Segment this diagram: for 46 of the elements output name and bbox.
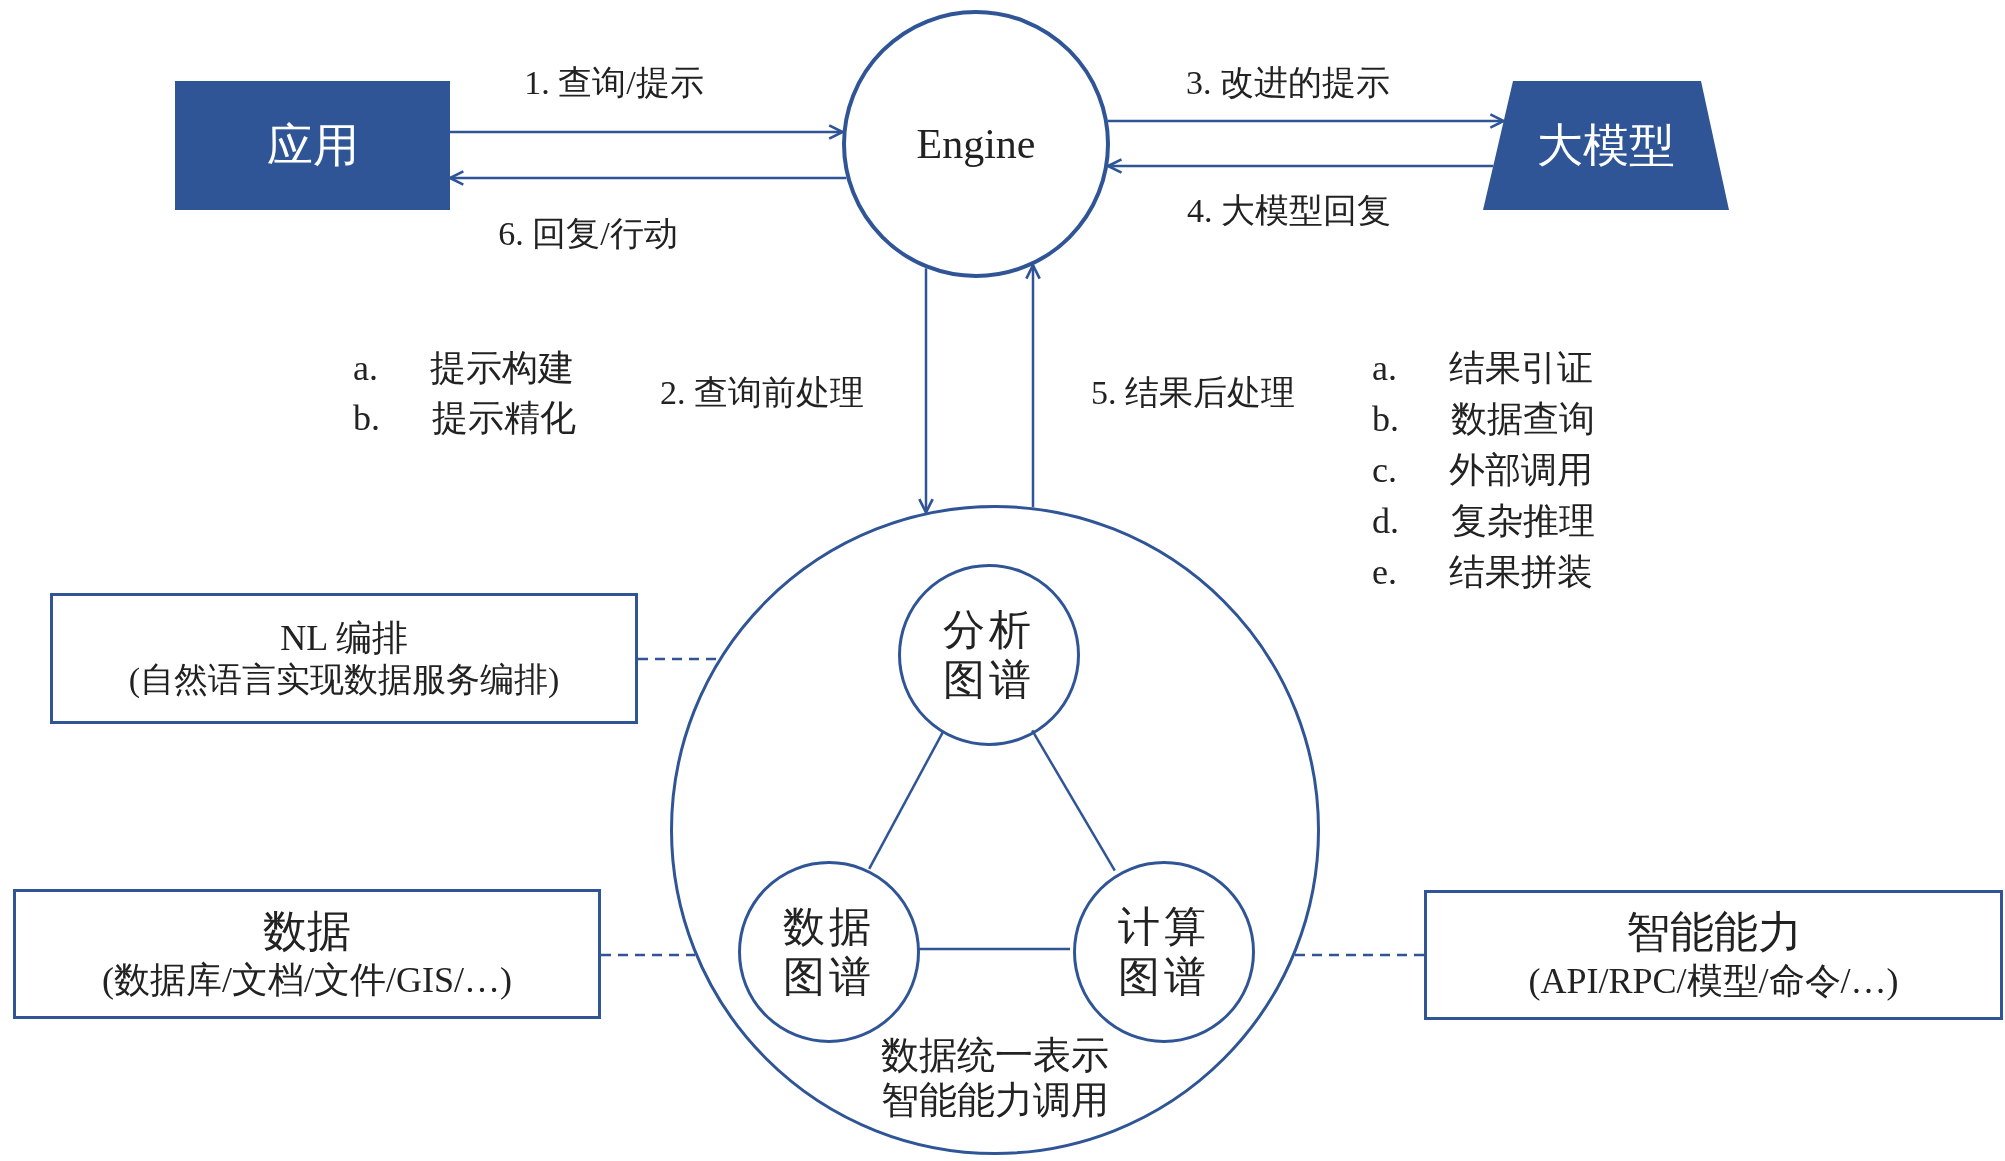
list-item: b. 数据查询 (1372, 401, 1596, 437)
node-label: 数据图谱 (781, 902, 877, 1002)
arrow (448, 170, 847, 186)
connector-line (1031, 729, 1116, 872)
connector-line (868, 731, 944, 870)
list-item: a. 提示构建 (353, 350, 575, 386)
arrow (918, 268, 934, 514)
engine-circle (842, 10, 1110, 278)
node-label: 大模型 (1537, 118, 1675, 173)
edge-label: 3. 改进的提示 (1186, 66, 1390, 100)
arrow (1025, 263, 1041, 508)
process-box (175, 81, 450, 210)
arrow (1106, 158, 1494, 174)
node-sublabel: (自然语言实现数据服务编排) (128, 659, 560, 700)
hub-circle (670, 505, 1320, 1155)
info-box (13, 889, 601, 1019)
edge-label: 1. 查询/提示 (524, 66, 704, 100)
dashed-connector (638, 657, 719, 661)
node-label: 数据统一表示智能能力调用 (880, 1032, 1110, 1124)
list-item: c. 外部调用 (1372, 452, 1594, 488)
node-sublabel: (数据库/文档/文件/GIS/…) (102, 958, 512, 1002)
node-label: 分析图谱 (941, 605, 1037, 705)
list-item: d. 复杂推理 (1372, 503, 1596, 539)
list-item: e. 结果拼装 (1372, 554, 1594, 590)
node-sublabel: (API/RPC/模型/命令/…) (1528, 959, 1899, 1003)
dashed-connector (1295, 953, 1424, 957)
edge-label: 4. 大模型回复 (1187, 194, 1391, 228)
dashed-connector (601, 953, 695, 957)
info-box (1424, 890, 2003, 1020)
node-label: NL 编排 (280, 616, 408, 660)
node-label: 数据 (263, 906, 351, 958)
arrow (450, 124, 844, 140)
connector-line (917, 947, 1070, 951)
edge-label: 2. 查询前处理 (660, 376, 864, 410)
node-label: 计算图谱 (1116, 902, 1212, 1002)
list-item: a. 结果引证 (1372, 350, 1594, 386)
list-item: b. 提示精化 (353, 400, 577, 436)
graph-circle (898, 564, 1080, 746)
node-label: 应用 (266, 118, 359, 173)
edge-label: 6. 回复/行动 (498, 217, 678, 251)
edge-label: 5. 结果后处理 (1091, 376, 1295, 410)
info-box (50, 593, 638, 724)
arrow (1108, 113, 1506, 129)
node-label: 智能能力 (1625, 907, 1802, 959)
model-trapezoid (1483, 81, 1729, 210)
node-label: Engine (916, 119, 1036, 169)
